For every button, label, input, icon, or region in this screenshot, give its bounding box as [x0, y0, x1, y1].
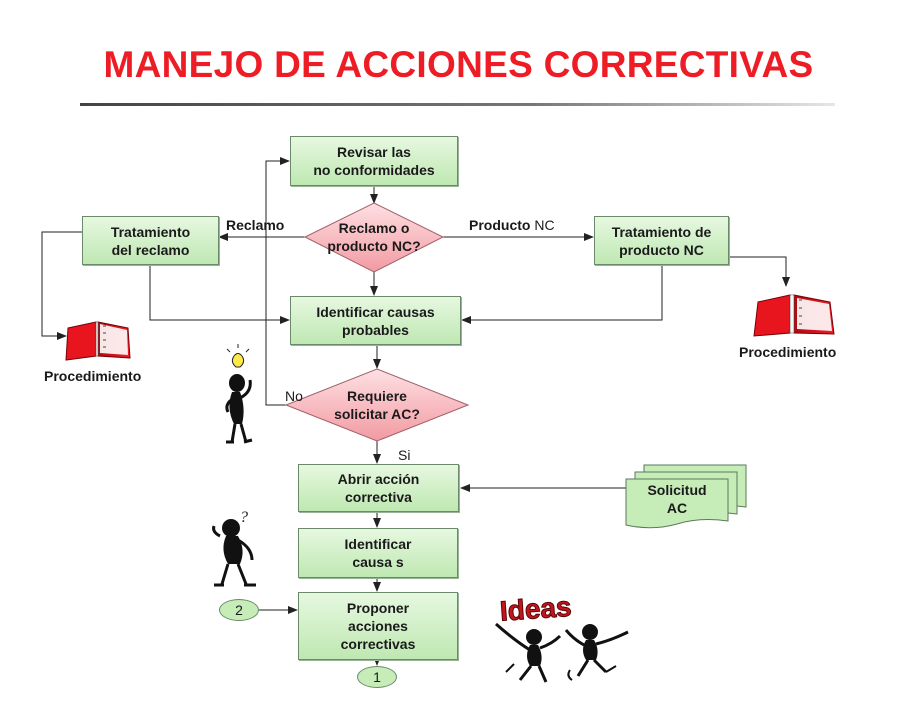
decision-requiere-label: Requiere solicitar AC? — [334, 388, 420, 422]
connector-1: 1 — [357, 666, 397, 688]
ideas-text: Ideas — [499, 591, 573, 627]
document-stack-icon — [625, 464, 747, 529]
edge-reclamo-to-identificar — [149, 265, 290, 324]
decision-reclamo-diamond — [303, 202, 445, 273]
edge-reclamo-to-procedimiento — [41, 231, 82, 340]
edge-producto-to-identificar — [461, 265, 663, 324]
decision-requiere-diamond — [284, 368, 470, 442]
connector-2: 2 — [219, 599, 259, 621]
edge-producto-to-procedimiento — [729, 256, 790, 287]
ideas-clipart-icon: Ideas — [495, 590, 629, 683]
title-divider — [80, 103, 835, 106]
thinking-figure-icon — [225, 344, 253, 444]
book-icon — [753, 294, 835, 337]
node-identificar-causas-probables: Identificar causas probables — [290, 296, 461, 345]
node-identificar-causas: Identificar causa s — [298, 528, 458, 578]
edge-label-si: Si — [398, 447, 411, 463]
edge-label-reclamo: Reclamo — [226, 217, 285, 233]
decision-reclamo-label: Reclamo o producto NC? — [327, 220, 421, 254]
edge-label-no: No — [285, 388, 303, 404]
solicitud-ac-label: Solicitud AC — [647, 482, 707, 516]
questioning-figure-icon: ? — [212, 509, 256, 587]
book-icon — [65, 321, 131, 361]
node-abrir-accion-correctiva: Abrir acción correctiva — [298, 464, 459, 512]
svg-text:?: ? — [240, 509, 248, 526]
procedimiento-left-label: Procedimiento — [44, 368, 142, 384]
node-proponer-acciones: Proponer acciones correctivas — [298, 592, 458, 660]
procedimiento-right-label: Procedimiento — [739, 344, 837, 360]
edge-no-loop — [265, 157, 305, 406]
node-revisar-no-conformidades: Revisar las no conformidades — [290, 136, 458, 186]
node-tratamiento-reclamo: Tratamiento del reclamo — [82, 216, 219, 265]
edge-label-producto-nc: Producto NC — [469, 217, 555, 233]
page-title: MANEJO DE ACCIONES CORRECTIVAS — [103, 44, 814, 85]
node-tratamiento-producto: Tratamiento de producto NC — [594, 216, 729, 265]
